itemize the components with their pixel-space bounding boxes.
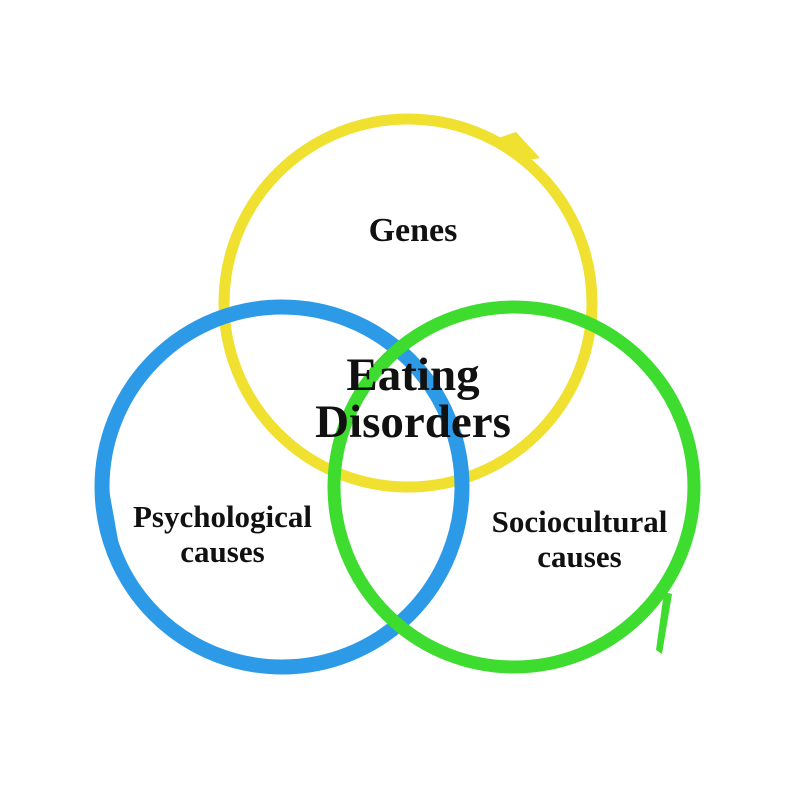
center-title-line1: Eating — [346, 349, 480, 401]
sociocultural-circle — [327, 300, 701, 674]
genes-circle-brush-tail — [498, 132, 540, 160]
sociocultural-causes-label: Sociocultural causes — [462, 504, 697, 574]
psychological-circle — [94, 299, 470, 675]
center-title: Eating Disorders — [258, 352, 568, 446]
psychological-label-line1: Psychological — [132, 499, 313, 534]
center-title-line2: Disorders — [315, 396, 511, 448]
sociocultural-label-line1: Sociocultural — [491, 504, 668, 539]
sociocultural-circle-ring — [327, 300, 701, 674]
genes-label: Genes — [368, 212, 458, 249]
genes-circle-ring — [218, 113, 598, 493]
sociocultural-circle-brush-tail — [656, 592, 672, 654]
genes-circle — [218, 113, 598, 493]
psychological-causes-label: Psychological causes — [100, 499, 345, 569]
psychological-label-line2: causes — [180, 533, 265, 569]
psychological-circle-brush-tail — [96, 462, 118, 540]
sociocultural-label-line2: causes — [537, 538, 622, 574]
